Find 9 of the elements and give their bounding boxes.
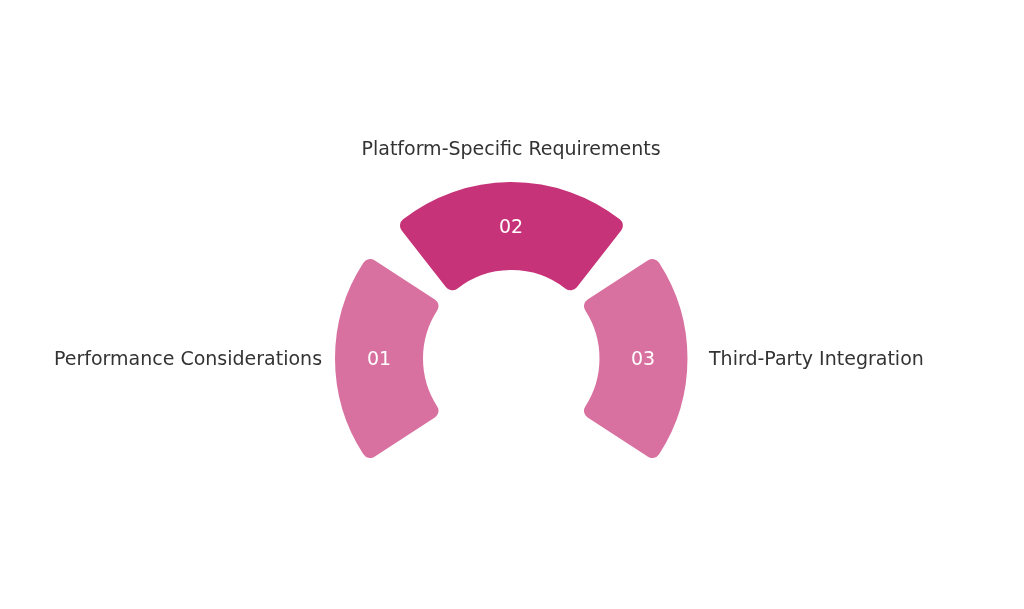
segment-label: Performance Considerations — [54, 347, 323, 369]
step-number: 03 — [630, 347, 656, 369]
arc-segment — [398, 181, 624, 292]
step-number: 02 — [498, 215, 524, 237]
segment-label: Third-Party Integration — [709, 347, 924, 369]
arc-segment — [334, 257, 440, 459]
arc-segment — [582, 257, 688, 459]
segment-label: Platform-Specific Requirements — [361, 137, 661, 159]
step-number: 01 — [366, 347, 392, 369]
